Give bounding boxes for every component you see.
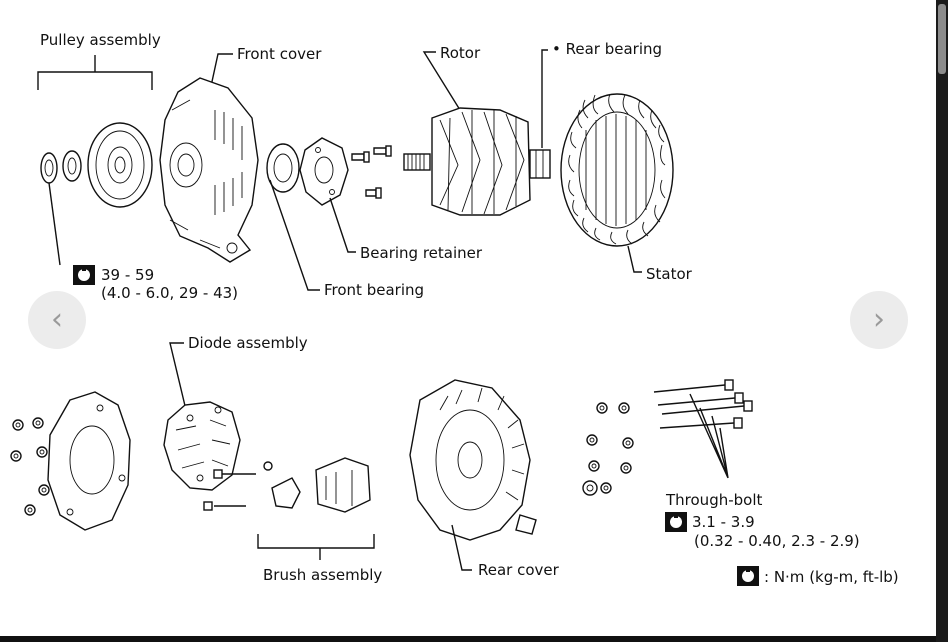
previous-image-button[interactable]: ‹ — [28, 291, 86, 349]
pulley — [87, 122, 153, 208]
chevron-left-icon: ‹ — [51, 302, 63, 337]
torque-wrench-icon — [665, 512, 687, 532]
label-rotor: Rotor — [440, 44, 481, 62]
rear-bearing — [529, 149, 551, 179]
legend-units: : N·m (kg-m, ft-lb) — [764, 568, 899, 586]
image-viewer: Pulley assembly 39 - 59 (4.0 - 6.0, 29 -… — [0, 0, 936, 636]
bottom-border — [0, 636, 936, 642]
pulley-nut — [40, 152, 58, 184]
scrollbar-thumb[interactable] — [938, 4, 946, 74]
rear-cover-group: Rear cover — [409, 379, 560, 579]
bearing-retainer-group: Bearing retainer — [299, 137, 483, 262]
front-cover-group: Front cover — [159, 45, 322, 263]
front-bearing-group: Front bearing — [266, 143, 424, 299]
chevron-right-icon: › — [873, 302, 885, 337]
pulley-washer — [62, 150, 82, 182]
label-diode-assembly: Diode assembly — [188, 334, 308, 352]
label-rear-cover: Rear cover — [478, 561, 560, 579]
next-image-button[interactable]: › — [850, 291, 908, 349]
front-cover — [159, 77, 259, 263]
stator — [560, 93, 674, 247]
rear-cover — [409, 379, 531, 541]
torque-legend: : N·m (kg-m, ft-lb) — [737, 566, 899, 586]
label-through-bolt: Through-bolt — [665, 491, 762, 509]
label-front-cover: Front cover — [237, 45, 322, 63]
rear-nuts — [582, 402, 634, 496]
through-bolts — [653, 379, 753, 429]
label-pulley-assembly: Pulley assembly — [40, 31, 161, 49]
label-rear-bearing: • Rear bearing — [552, 40, 662, 58]
bearing-retainer — [299, 137, 349, 206]
diode-screws — [203, 469, 256, 511]
terminal-nuts-left — [10, 417, 50, 516]
label-front-bearing: Front bearing — [324, 281, 424, 299]
brush-bracket — [271, 477, 301, 509]
label-stator: Stator — [646, 265, 693, 283]
torque-pulley-alt: (4.0 - 6.0, 29 - 43) — [101, 284, 238, 302]
label-brush-assembly: Brush assembly — [263, 566, 382, 584]
diode-assembly-group: Diode assembly — [163, 334, 308, 511]
vertical-scrollbar[interactable] — [936, 0, 948, 642]
insulator-plate-group — [10, 391, 131, 531]
rotor-group: Rotor • Rear bearing — [403, 40, 662, 216]
torque-pulley-value: 39 - 59 — [101, 266, 154, 284]
torque-wrench-icon — [737, 566, 759, 586]
torque-through-bolt-value: 3.1 - 3.9 — [692, 513, 755, 531]
rotor-poles — [431, 107, 531, 216]
pulley-assembly-group: Pulley assembly 39 - 59 (4.0 - 6.0, 29 -… — [37, 31, 238, 302]
label-bearing-retainer: Bearing retainer — [360, 244, 483, 262]
torque-through-bolt-alt: (0.32 - 0.40, 2.3 - 2.9) — [694, 532, 860, 550]
retainer-screws — [351, 145, 392, 199]
rotor-shaft — [403, 153, 431, 171]
brush-holder — [315, 457, 371, 513]
diode-assembly — [163, 401, 241, 491]
torque-wrench-icon — [73, 265, 95, 285]
insulator-plate — [47, 391, 131, 531]
through-bolt-group: Through-bolt 3.1 - 3.9 (0.32 - 0.40, 2.3… — [582, 379, 860, 550]
brush-assembly-group: Brush assembly — [257, 457, 382, 584]
front-bearing — [266, 143, 300, 193]
stator-group: Stator — [560, 93, 693, 283]
alternator-exploded-diagram: Pulley assembly 39 - 59 (4.0 - 6.0, 29 -… — [10, 31, 899, 586]
